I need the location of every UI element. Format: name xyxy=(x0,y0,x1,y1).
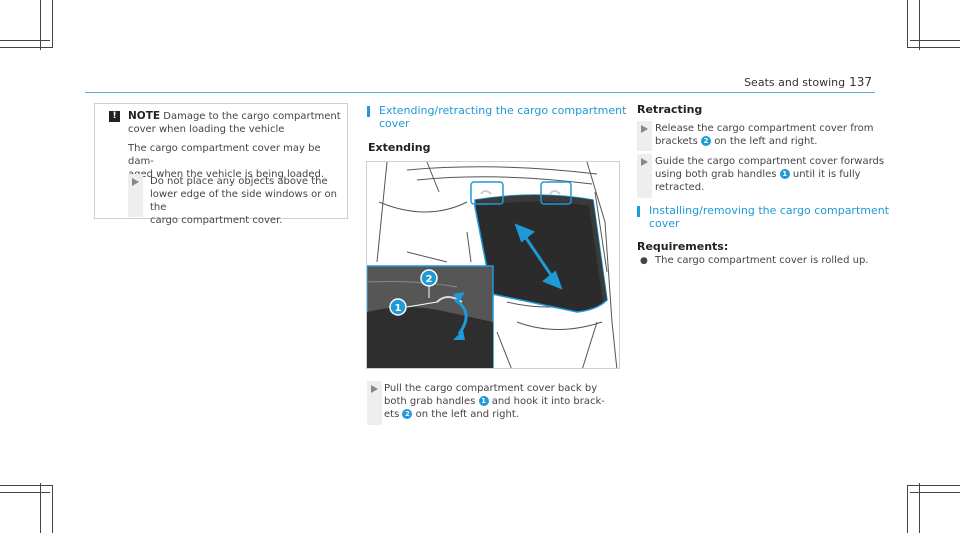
grab-handle-badge: 1 xyxy=(779,169,790,179)
step-line: Pull the cargo compartment cover back by xyxy=(384,383,598,394)
crop-mark xyxy=(40,483,41,533)
step-bar xyxy=(637,121,652,151)
crop-mark xyxy=(907,485,908,533)
crop-mark xyxy=(910,40,960,41)
crop-mark xyxy=(907,47,960,48)
callout-2: 2 xyxy=(426,274,433,285)
bracket-badge: 2 xyxy=(402,409,413,419)
step-bar xyxy=(128,174,143,217)
step-line: Guide the cargo compartment cover forwar… xyxy=(655,156,885,167)
crop-mark xyxy=(40,0,41,50)
step-arrow-icon xyxy=(132,178,139,186)
note-title: NOTE xyxy=(128,110,161,122)
crop-mark xyxy=(0,40,50,41)
note-step-line: cargo compartment cover. xyxy=(150,215,283,226)
note-para-line: aged when the vehicle is being loaded. xyxy=(128,169,325,180)
crop-mark xyxy=(0,492,50,493)
step-arrow-icon xyxy=(641,158,648,166)
warning-icon: ! xyxy=(109,111,120,122)
bullet-icon: ● xyxy=(640,256,648,266)
step-bar xyxy=(367,381,382,425)
step-line: both grab handles xyxy=(384,396,476,407)
step-line: ets xyxy=(384,409,400,420)
note-heading: NOTE Damage to the cargo compartment cov… xyxy=(128,110,341,136)
note-step-line: lower edge of the side windows or on the xyxy=(150,189,337,213)
note-step-line: Do not place any objects above the xyxy=(150,176,328,187)
section-title-extending-retracting: Extending/retracting the cargo compartme… xyxy=(379,104,626,130)
step-line: on the left and right. xyxy=(415,409,519,420)
callout-1: 1 xyxy=(395,303,402,314)
section-title-installing-removing: Installing/removing the cargo compartmen… xyxy=(649,204,889,230)
crop-mark xyxy=(0,47,53,48)
section-title-line: Extending/retracting the cargo compartme… xyxy=(379,104,627,117)
step-line: Release the cargo compartment cover from xyxy=(655,123,874,134)
retracting-step-2: Guide the cargo compartment cover forwar… xyxy=(655,155,884,194)
section-title-line: cover xyxy=(649,217,680,230)
step-line: using both grab handles xyxy=(655,169,777,180)
crop-mark xyxy=(910,492,960,493)
cargo-cover-illustration: 1 2 xyxy=(366,161,620,369)
step-line: brackets xyxy=(655,136,698,147)
section-marker xyxy=(367,106,370,117)
section-marker xyxy=(637,206,640,217)
note-title-text2: cover when loading the vehicle xyxy=(128,124,285,135)
note-box: ! NOTE Damage to the cargo compartment c… xyxy=(94,103,348,226)
requirements-heading: Requirements: xyxy=(637,240,729,253)
step-line: and hook it into brack- xyxy=(491,396,605,407)
section-title-line: Installing/removing the cargo compartmen… xyxy=(649,204,890,217)
note-para-line: The cargo compartment cover may be dam- xyxy=(128,143,321,167)
bracket-badge: 2 xyxy=(701,136,711,146)
cargo-cover-drawing: 1 2 xyxy=(367,162,618,368)
requirement-item: ● The cargo compartment cover is rolled … xyxy=(640,254,868,268)
retracting-step-1: Release the cargo compartment cover from… xyxy=(655,122,874,148)
subheading-retracting: Retracting xyxy=(637,103,703,116)
step-line: until it is fully xyxy=(792,169,861,180)
step-bar xyxy=(637,154,652,198)
crop-mark xyxy=(907,485,960,486)
crop-mark xyxy=(919,0,920,50)
crop-mark xyxy=(52,0,53,48)
crop-mark xyxy=(52,485,53,533)
crop-mark xyxy=(919,483,920,533)
crop-mark xyxy=(907,0,908,48)
step-line: retracted. xyxy=(655,182,705,193)
note-paragraph: The cargo compartment cover may be dam- … xyxy=(128,142,347,181)
step-arrow-icon xyxy=(371,385,378,393)
header-section: Seats and stowing xyxy=(744,76,846,89)
requirement-text: The cargo compartment cover is rolled up… xyxy=(655,255,869,266)
section-title-line: cover xyxy=(379,117,410,130)
step-arrow-icon xyxy=(641,125,648,133)
crop-mark xyxy=(0,485,53,486)
note-title-text: Damage to the cargo compartment xyxy=(163,111,341,122)
note-step: Do not place any objects above the lower… xyxy=(150,175,347,227)
header-rule xyxy=(85,92,875,93)
page-number: 137 xyxy=(849,75,872,89)
extending-step: Pull the cargo compartment cover back by… xyxy=(384,382,605,421)
grab-handle-badge: 1 xyxy=(478,396,489,406)
subheading-extending: Extending xyxy=(368,141,431,154)
step-line: on the left and right. xyxy=(714,136,818,147)
